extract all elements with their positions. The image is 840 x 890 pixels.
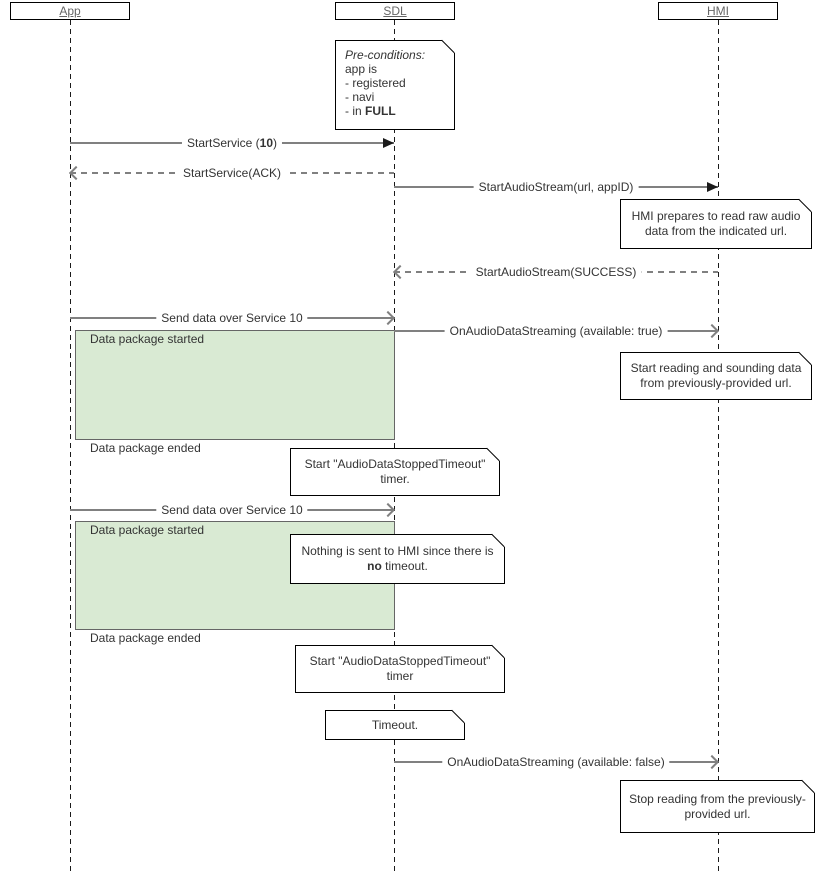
activation-data-package-1 [75, 330, 395, 440]
message-label: StartAudioStream(SUCCESS) [470, 265, 642, 279]
message-label: StartService (10) [181, 136, 283, 150]
note-text: HMI prepares to read raw audio data from… [631, 209, 801, 238]
message-send-data-1: Send data over Service 10 [70, 310, 396, 326]
actor-box-hmi: HMI [658, 2, 778, 20]
preconditions-line: - registered [345, 76, 406, 90]
lifeline-app [70, 20, 71, 872]
message-start-audio-stream: StartAudioStream(url, appID) [394, 179, 718, 195]
note-stop-reading: Stop reading from the previously-provide… [620, 780, 815, 833]
open-arrowhead-icon [392, 264, 408, 280]
filled-arrowhead-icon [707, 182, 718, 192]
preconditions-line: - in FULL [345, 104, 396, 118]
note-timer-2: Start "AudioDataStoppedTimeout" timer [295, 645, 505, 693]
message-send-data-2: Send data over Service 10 [70, 502, 396, 518]
message-label: OnAudioDataStreaming (available: true) [444, 324, 668, 338]
actor-box-app: App [10, 2, 130, 20]
note-fold-icon [799, 352, 812, 365]
note-fold-icon [487, 448, 500, 461]
note-fold-icon [802, 780, 815, 793]
note-text: Timeout. [371, 717, 419, 732]
note-text: Start "AudioDataStoppedTimeout" timer [309, 654, 491, 683]
note-timer-1: Start "AudioDataStoppedTimeout" timer. [290, 448, 500, 496]
message-start-audio-stream-success: StartAudioStream(SUCCESS) [392, 264, 718, 280]
actor-label-app: App [59, 4, 81, 18]
actor-label-hmi: HMI [707, 4, 729, 18]
data-package-ended-label: Data package ended [90, 441, 201, 455]
note-fold-icon [799, 199, 812, 212]
open-arrowhead-icon [704, 323, 720, 339]
message-label: Send data over Service 10 [156, 311, 308, 325]
message-start-service-ack: StartService(ACK) [68, 165, 394, 181]
note-text: Stop reading from the previously-provide… [629, 791, 806, 821]
preconditions-heading: Pre-conditions: [345, 48, 426, 62]
actor-box-sdl: SDL [335, 2, 455, 20]
preconditions-line: app is [345, 62, 378, 76]
note-fold-icon [442, 40, 455, 53]
message-start-service: StartService (10) [70, 135, 394, 151]
open-arrowhead-icon [704, 754, 720, 770]
note-text: Start "AudioDataStoppedTimeout" timer. [304, 457, 486, 486]
data-package-ended-label: Data package ended [90, 631, 201, 645]
data-package-started-label: Data package started [90, 523, 205, 537]
preconditions-line: - navi [345, 90, 375, 104]
open-arrowhead-icon [380, 502, 396, 518]
message-label: StartService(ACK) [177, 166, 287, 180]
note-preconditions: Pre-conditions: app is - registered - na… [335, 40, 455, 130]
note-fold-icon [452, 710, 465, 723]
note-preconditions-body: Pre-conditions: app is - registered - na… [345, 48, 425, 118]
open-arrowhead-icon [380, 310, 396, 326]
message-label: StartAudioStream(url, appID) [473, 180, 639, 194]
note-start-reading: Start reading and sounding data from pre… [620, 352, 812, 400]
data-package-started-label: Data package started [90, 332, 205, 346]
note-fold-icon [492, 534, 505, 547]
filled-arrowhead-icon [383, 138, 394, 148]
note-text: Nothing is sent to HMI since there is no… [301, 544, 494, 573]
note-text: Start reading and sounding data from pre… [630, 361, 802, 390]
note-timeout: Timeout. [325, 710, 465, 740]
note-hmi-prepares: HMI prepares to read raw audio data from… [620, 199, 812, 249]
open-arrowhead-icon [68, 165, 84, 181]
message-label: Send data over Service 10 [156, 503, 308, 517]
note-nothing-sent: Nothing is sent to HMI since there is no… [290, 534, 505, 584]
message-label: OnAudioDataStreaming (available: false) [442, 755, 670, 769]
message-on-audio-streaming-false: OnAudioDataStreaming (available: false) [394, 754, 720, 770]
actor-label-sdl: SDL [383, 4, 407, 18]
message-on-audio-streaming-true: OnAudioDataStreaming (available: true) [394, 323, 720, 339]
lifeline-sdl [394, 20, 395, 872]
note-fold-icon [492, 645, 505, 658]
lifeline-hmi [718, 20, 719, 872]
